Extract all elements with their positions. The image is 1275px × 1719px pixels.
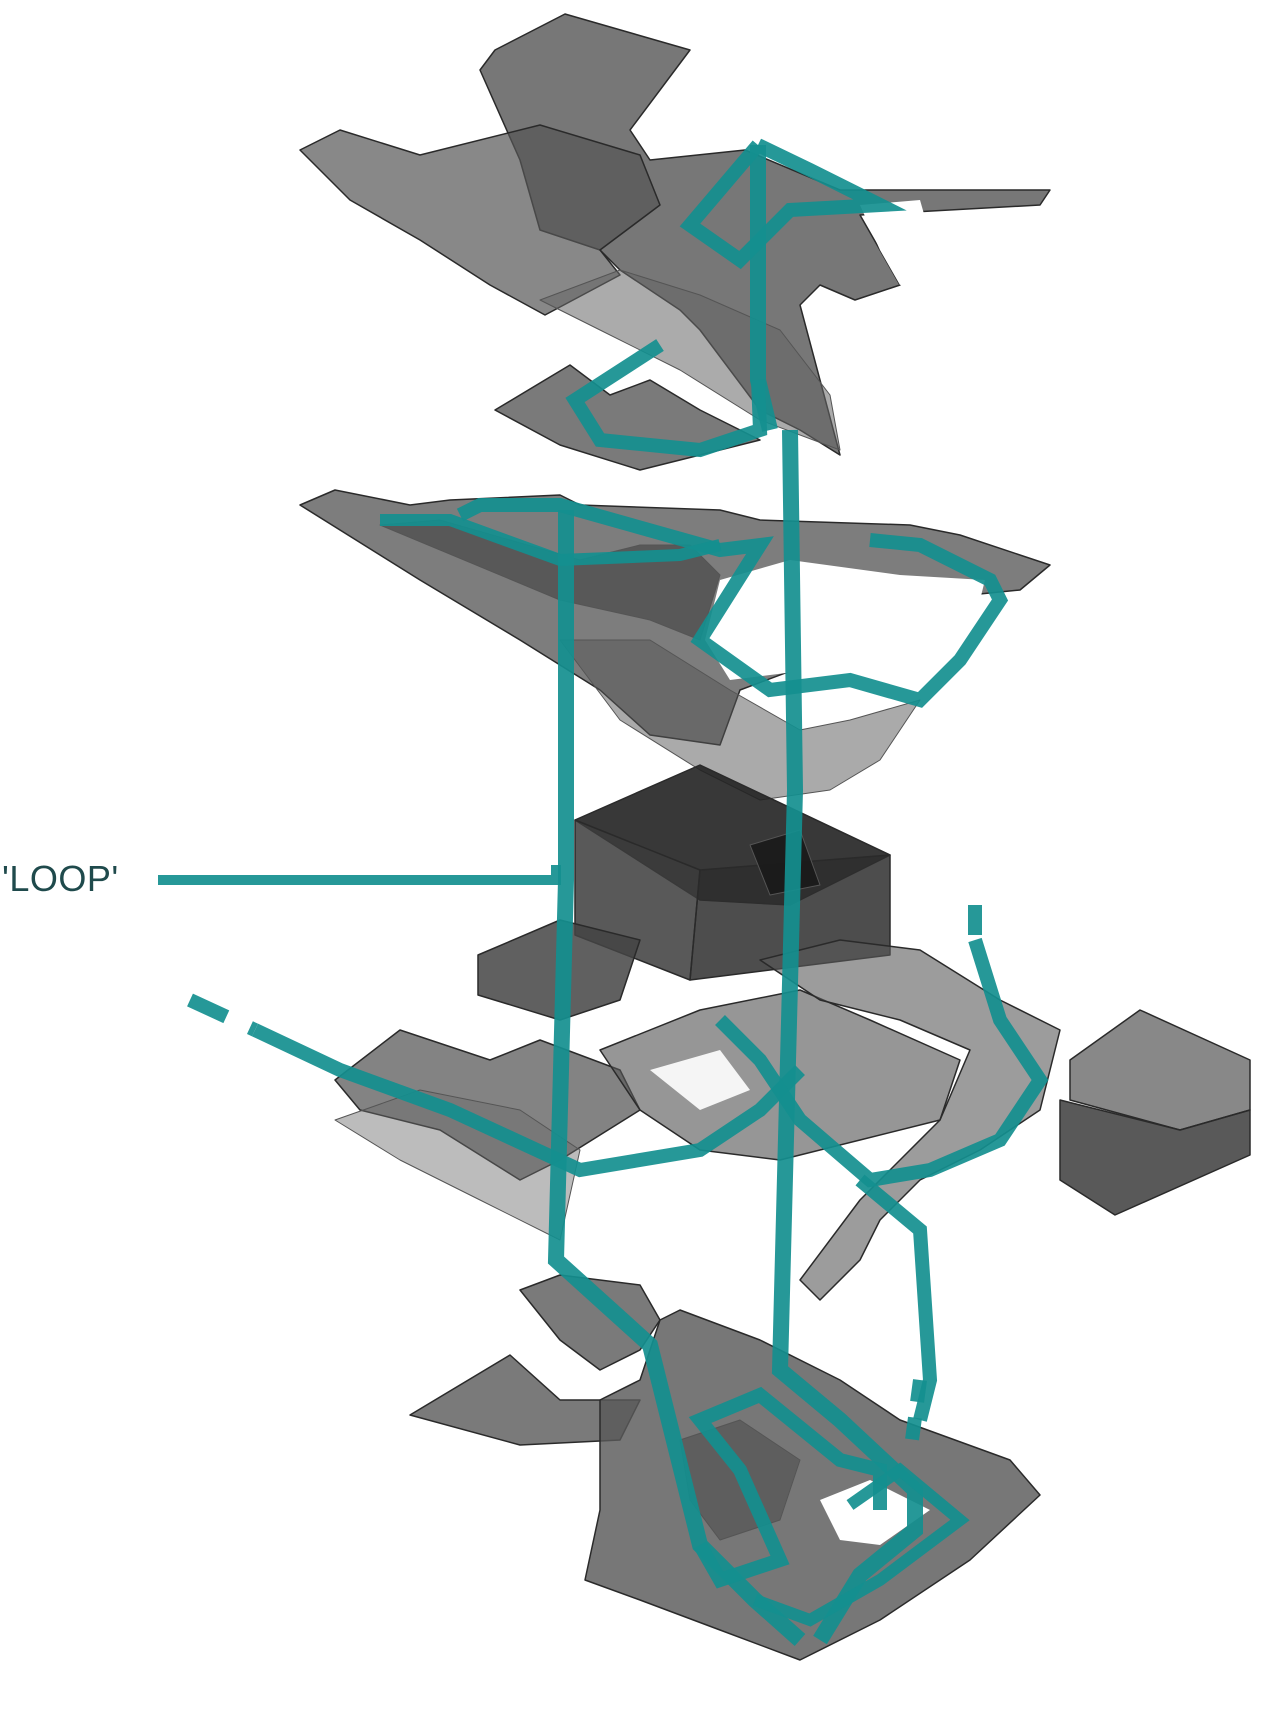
top-slab-wing	[299, 124, 661, 316]
top-slab-cutout	[860, 200, 940, 285]
path-ground-inner-loop	[752, 1462, 970, 1627]
path-left-branch	[252, 1023, 805, 1178]
loop-callout-label: 'LOOP'	[2, 858, 119, 899]
lower-slab-white-gap	[650, 1050, 750, 1110]
loop-callout-leader	[158, 865, 561, 885]
third-slab-lower	[559, 639, 921, 801]
third-level-slabs	[299, 489, 1051, 801]
top-level-slabs	[299, 13, 1051, 456]
ground-level-slabs	[409, 1274, 1041, 1661]
path-third-loop	[456, 498, 1009, 708]
ground-slab-main	[584, 1309, 1041, 1661]
lower-slab-left-shadow	[334, 1089, 581, 1241]
path-shaft-right	[771, 429, 923, 1645]
path-third-inner	[380, 514, 722, 567]
third-slab-cutout	[705, 560, 985, 680]
path-diagonal-drop	[855, 1174, 938, 1422]
path-left-branch-dash	[187, 993, 258, 1037]
loop-circulation-path	[158, 138, 1049, 1646]
path-top-loop	[679, 138, 907, 270]
path-ground-loop	[688, 1386, 887, 1589]
path-right-branch	[715, 937, 1049, 1188]
lower-slab-far-right-box-face	[1059, 1099, 1251, 1216]
ground-slab-white-void	[820, 1480, 930, 1545]
lower-terrain-slabs	[334, 939, 1251, 1301]
path-diagonal-drop-dash	[905, 1379, 927, 1441]
path-second-loop	[565, 339, 768, 458]
central-box-inner	[749, 829, 821, 896]
